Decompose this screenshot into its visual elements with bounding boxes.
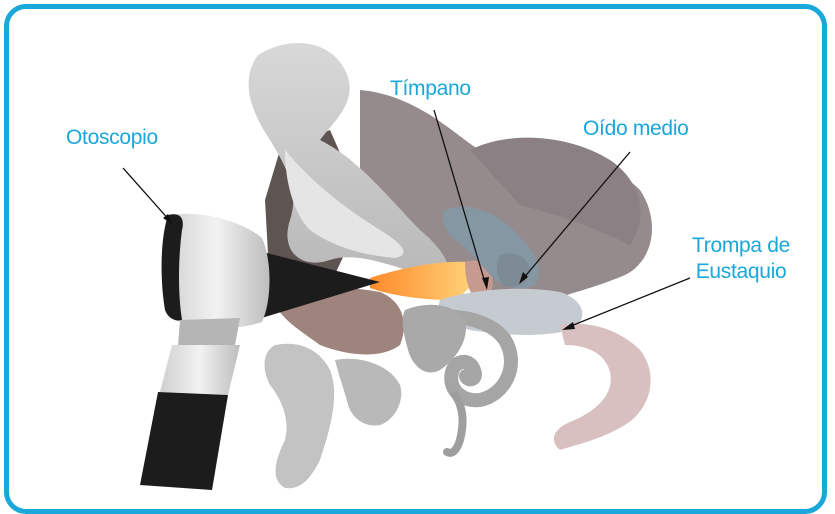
canal-light — [370, 262, 474, 300]
otoscope-neck — [178, 318, 240, 346]
eustachian-tube — [554, 324, 651, 450]
otoscope-handle-grip — [160, 345, 240, 395]
otoscope-handle-base — [140, 392, 228, 490]
lower-bone-mid — [335, 359, 401, 426]
label-otoscopio: Otoscopio — [66, 126, 158, 150]
label-trompa-de-eustaquio: Trompa de Eustaquio — [692, 233, 790, 285]
label-oido-medio: Oído medio — [583, 117, 689, 141]
pointer-otoscopio — [123, 168, 171, 222]
label-trompa-line1: Trompa de — [692, 233, 790, 259]
styloid — [447, 395, 462, 453]
label-timpano: Tímpano — [390, 77, 471, 101]
label-trompa-line2: Eustaquio — [692, 259, 790, 285]
lower-bone-left — [265, 344, 335, 489]
